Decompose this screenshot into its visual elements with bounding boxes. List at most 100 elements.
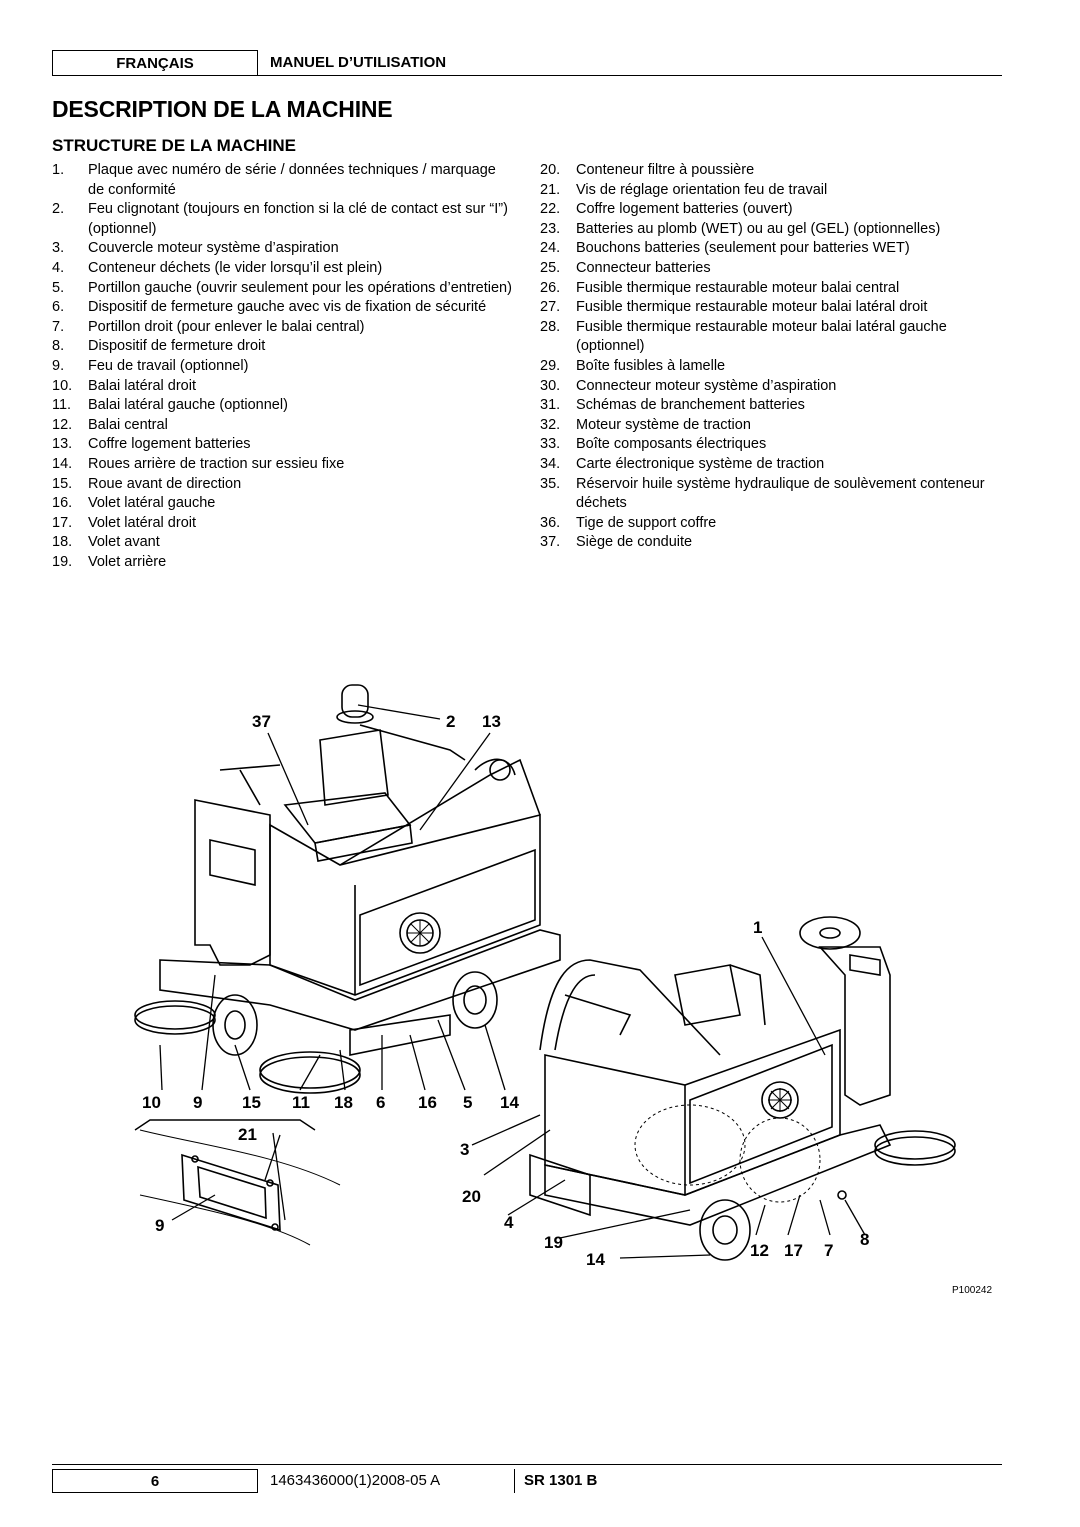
callout-12: 12	[750, 1241, 769, 1260]
item-number: 18.	[52, 534, 73, 551]
callout-9b: 9	[155, 1216, 164, 1235]
callout-2: 2	[446, 712, 455, 731]
item-number: 28.	[540, 318, 561, 335]
callout-7: 7	[824, 1241, 833, 1260]
item-number: 5.	[52, 279, 65, 296]
language-label: FRANÇAIS	[52, 50, 258, 76]
callout-9: 9	[193, 1093, 202, 1112]
list-item: 20. Conteneur filtre à poussière	[540, 161, 992, 181]
list-item: 13.Coffre logement batteries	[52, 435, 514, 455]
item-number: 12.	[52, 416, 73, 433]
item-number: 36.	[540, 514, 561, 531]
callout-5: 5	[463, 1093, 472, 1112]
callout-3: 3	[460, 1140, 469, 1159]
page-title: DESCRIPTION DE LA MACHINE	[52, 96, 393, 122]
item-text: Fusible thermique restaurable moteur bal…	[576, 299, 928, 316]
item-text: Roues arrière de traction sur essieu fix…	[88, 455, 345, 472]
callout-1: 1	[753, 918, 762, 937]
model-name: SR 1301 B	[524, 1472, 598, 1489]
item-number: 4.	[52, 259, 65, 276]
item-number: 16.	[52, 495, 73, 512]
item-text: Boîte composants électriques	[576, 436, 767, 453]
item-number: 24.	[540, 240, 561, 257]
item-text: Fusible thermique restaurable moteur bal…	[576, 318, 947, 355]
item-number: 23.	[540, 220, 561, 237]
item-text: Schémas de branchement batteries	[576, 397, 805, 414]
list-item: 15.Roue avant de direction	[52, 475, 514, 495]
list-item: 4. Conteneur déchets (le vider lorsqu’il …	[52, 259, 514, 279]
item-number: 37.	[540, 534, 561, 551]
work-light-inset	[139, 1129, 341, 1246]
list-item: 33.Boîte composants électriques	[540, 435, 992, 455]
callout-14: 14	[500, 1093, 519, 1112]
item-number: 26.	[540, 279, 561, 296]
list-item: 10.Balai latéral droit	[52, 377, 514, 397]
machine-drawing: 37 2 13 1 10 9 15 11 18 6 16 5 14 21 3 2…	[134, 684, 956, 1269]
list-item: 12.Balai central	[52, 416, 514, 436]
list-item: 19.Volet arrière	[52, 553, 514, 573]
list-item: 32.Moteur système de traction	[540, 416, 992, 436]
item-number: 13.	[52, 436, 73, 453]
item-number: 6.	[52, 299, 65, 316]
callout-37: 37	[252, 712, 271, 731]
parts-list-left: 1. Plaque avec numéro de série / données …	[52, 161, 514, 572]
item-text: Carte électronique système de traction	[576, 455, 825, 472]
list-item: 8.Dispositif de fermeture droit	[52, 337, 514, 357]
list-item: 27. Fusible thermique restaurable moteur …	[540, 298, 992, 318]
item-number: 9.	[52, 357, 65, 374]
item-number: 14.	[52, 455, 73, 472]
list-item: 3.Couvercle moteur système d’aspiration	[52, 239, 514, 259]
item-text: Feu clignotant (toujours en fonction si …	[88, 201, 508, 237]
callout-18: 18	[334, 1093, 353, 1112]
item-text: Feu de travail (optionnel)	[88, 357, 249, 374]
item-text: Balai latéral gauche (optionnel)	[88, 397, 288, 414]
item-text: Volet avant	[88, 534, 160, 551]
item-number: 1.	[52, 162, 65, 178]
item-number: 15.	[52, 475, 73, 492]
item-text: Bouchons batteries (seulement pour batte…	[576, 240, 910, 257]
item-number: 25.	[540, 259, 561, 276]
callout-labels: 37 2 13 1 10 9 15 11 18 6 16 5 14 21 3 2…	[142, 712, 869, 1269]
callout-17: 17	[784, 1241, 803, 1260]
item-number: 17.	[52, 514, 73, 531]
item-text: Plaque avec numéro de série / données te…	[88, 162, 496, 198]
list-item: 5.Portillon gauche (ouvrir seulement pou…	[52, 279, 514, 299]
list-item: 30.Connecteur moteur système d’aspiratio…	[540, 377, 992, 397]
item-number: 29.	[540, 357, 561, 374]
list-item: 18. Volet avant	[52, 533, 514, 553]
list-item: 24. Bouchons batteries (seulement pour ba…	[540, 239, 992, 259]
section-title: STRUCTURE DE LA MACHINE	[52, 136, 296, 155]
page-header: FRANÇAIS MANUEL D’UTILISATION	[52, 50, 1002, 76]
list-item: 23. Batteries au plomb (WET) ou au gel (G…	[540, 220, 992, 240]
callout-19: 19	[544, 1233, 563, 1252]
list-item: 14. Roues arrière de traction sur essieu …	[52, 455, 514, 475]
callout-10: 10	[142, 1093, 161, 1112]
item-text: Volet latéral droit	[88, 514, 197, 531]
callout-4: 4	[504, 1213, 514, 1232]
list-item: 6. Dispositif de fermeture gauche avec vi…	[52, 298, 514, 318]
list-item: 36. Tige de support coffre	[540, 514, 992, 534]
callout-21: 21	[238, 1125, 257, 1144]
item-number: 35.	[540, 475, 561, 492]
list-item: 31.Schémas de branchement batteries	[540, 396, 992, 416]
item-text: Tige de support coffre	[576, 514, 717, 531]
item-text: Conteneur filtre à poussière	[576, 162, 755, 178]
machine-illustration: 37 2 13 1 10 9 15 11 18 6 16 5 14 21 3 2…	[120, 675, 1010, 1305]
list-item: 9. Feu de travail (optionnel)	[52, 357, 514, 377]
item-number: 21.	[540, 181, 561, 198]
item-number: 8.	[52, 338, 65, 355]
callout-8: 8	[860, 1230, 869, 1249]
item-number: 32.	[540, 416, 561, 433]
item-text: Conteneur déchets (le vider lorsqu’il es…	[88, 259, 383, 276]
item-text: Vis de réglage orientation feu de travai…	[576, 181, 828, 198]
item-text: Batteries au plomb (WET) ou au gel (GEL)…	[576, 220, 941, 237]
list-item: 34.Carte électronique système de tractio…	[540, 455, 992, 475]
item-number: 20.	[540, 162, 561, 178]
item-number: 27.	[540, 299, 561, 316]
item-text: Réservoir huile système hydraulique de s…	[576, 475, 985, 512]
list-item: 25.Connecteur batteries	[540, 259, 992, 279]
item-number: 2.	[52, 201, 65, 218]
list-item: 26.Fusible thermique restaurable moteur …	[540, 279, 992, 299]
leader-lines	[159, 704, 866, 1259]
item-text: Dispositif de fermeture gauche avec vis …	[88, 299, 487, 316]
